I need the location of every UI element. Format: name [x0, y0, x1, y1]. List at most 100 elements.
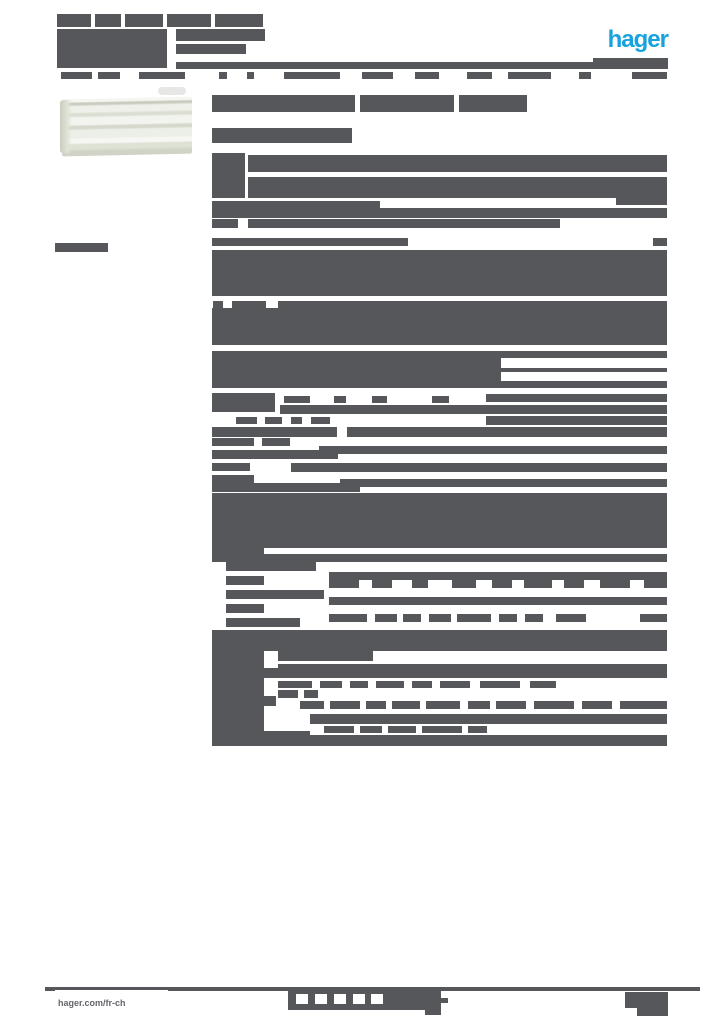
table-redacted-block	[226, 604, 264, 613]
header-redacted-block	[176, 44, 246, 54]
table-redacted-block	[329, 572, 667, 580]
table-redacted-block	[486, 394, 667, 402]
table-redacted-block	[212, 630, 667, 651]
table-redacted-block	[340, 479, 667, 487]
table-redacted-block	[300, 701, 324, 709]
table-redacted-block	[248, 219, 560, 228]
table-redacted-block	[284, 396, 310, 403]
table-redacted-block	[248, 155, 667, 172]
hager-logo: hager	[594, 26, 669, 56]
table-redacted-block	[212, 219, 238, 228]
table-redacted-block	[366, 701, 386, 709]
table-redacted-block	[264, 696, 276, 706]
table-redacted-block	[212, 548, 264, 554]
table-redacted-block	[388, 726, 416, 733]
table-redacted-block	[291, 417, 302, 424]
table-redacted-block	[501, 368, 667, 372]
table-redacted-block	[334, 396, 346, 403]
table-redacted-block	[212, 438, 254, 446]
table-redacted-block	[616, 197, 667, 205]
header-redacted-block	[57, 29, 167, 68]
table-redacted-block	[212, 735, 667, 746]
table-redacted-block	[226, 618, 300, 627]
header-redacted-block	[215, 14, 263, 27]
title-redacted-block	[212, 95, 355, 112]
table-redacted-block	[360, 726, 382, 733]
table-redacted-block	[372, 580, 392, 588]
table-redacted-block	[492, 580, 512, 588]
table-redacted-block	[486, 416, 667, 425]
table-redacted-block	[212, 201, 380, 208]
table-redacted-block	[347, 427, 667, 437]
table-redacted-block	[304, 690, 318, 698]
table-redacted-block	[262, 438, 290, 446]
table-redacted-block	[212, 554, 667, 562]
header-redacted-block	[362, 72, 393, 79]
table-redacted-block	[213, 301, 223, 308]
header-redacted-block	[176, 29, 265, 41]
table-redacted-block	[525, 614, 543, 622]
footer-strip-square	[334, 994, 346, 1004]
table-redacted-block	[375, 614, 397, 622]
header-redacted-block	[98, 72, 120, 79]
table-redacted-block	[212, 493, 667, 548]
table-redacted-block	[644, 580, 667, 588]
footer-redacted-block	[625, 992, 668, 1008]
table-redacted-block	[329, 597, 667, 605]
table-redacted-block	[212, 475, 254, 483]
table-redacted-block	[524, 580, 552, 588]
table-redacted-block	[212, 238, 408, 246]
table-redacted-block	[426, 701, 460, 709]
header-redacted-block	[61, 72, 92, 79]
table-redacted-block	[212, 153, 245, 198]
header-redacted-block	[593, 58, 668, 69]
table-redacted-block	[212, 450, 338, 459]
title-redacted-block	[360, 95, 454, 112]
footer-website-link[interactable]: hager.com/fr-ch	[58, 998, 126, 1008]
table-redacted-block	[429, 614, 451, 622]
table-redacted-block	[278, 664, 667, 678]
table-redacted-block	[226, 576, 264, 585]
table-redacted-block	[278, 301, 667, 308]
footer-redacted-block	[425, 1010, 441, 1015]
table-redacted-block	[291, 463, 667, 472]
header-redacted-block	[219, 72, 227, 79]
table-redacted-block	[264, 668, 278, 678]
header-redacted-block	[632, 72, 667, 79]
header-redacted-block	[176, 62, 667, 69]
table-redacted-block	[534, 701, 574, 709]
header-redacted-block	[95, 14, 121, 27]
table-redacted-block	[310, 714, 667, 724]
table-redacted-block	[319, 446, 667, 454]
table-redacted-block	[530, 681, 556, 688]
header-redacted-block	[139, 72, 185, 79]
table-redacted-block	[376, 681, 404, 688]
table-redacted-block	[440, 681, 470, 688]
table-redacted-block	[499, 614, 517, 622]
table-redacted-block	[212, 651, 264, 743]
table-redacted-block	[457, 614, 491, 622]
footer-redacted-block	[441, 998, 448, 1003]
table-redacted-block	[452, 580, 476, 588]
table-redacted-block	[372, 396, 387, 403]
footer-strip-square	[296, 994, 308, 1004]
header-redacted-block	[415, 72, 439, 79]
header-redacted-block	[247, 72, 254, 79]
table-redacted-block	[412, 580, 428, 588]
table-redacted-block	[600, 580, 630, 588]
table-redacted-block	[248, 177, 667, 198]
table-redacted-block	[278, 651, 373, 661]
table-redacted-block	[278, 681, 312, 688]
product-photo	[58, 87, 194, 160]
table-redacted-block	[212, 250, 667, 296]
footer-strip-square	[371, 994, 383, 1004]
table-redacted-block	[496, 701, 526, 709]
photo-shadow	[158, 87, 186, 95]
table-redacted-block	[653, 238, 667, 246]
header-redacted-block	[467, 72, 492, 79]
table-redacted-block	[329, 614, 367, 622]
table-redacted-block	[582, 701, 612, 709]
table-redacted-block	[212, 483, 360, 492]
